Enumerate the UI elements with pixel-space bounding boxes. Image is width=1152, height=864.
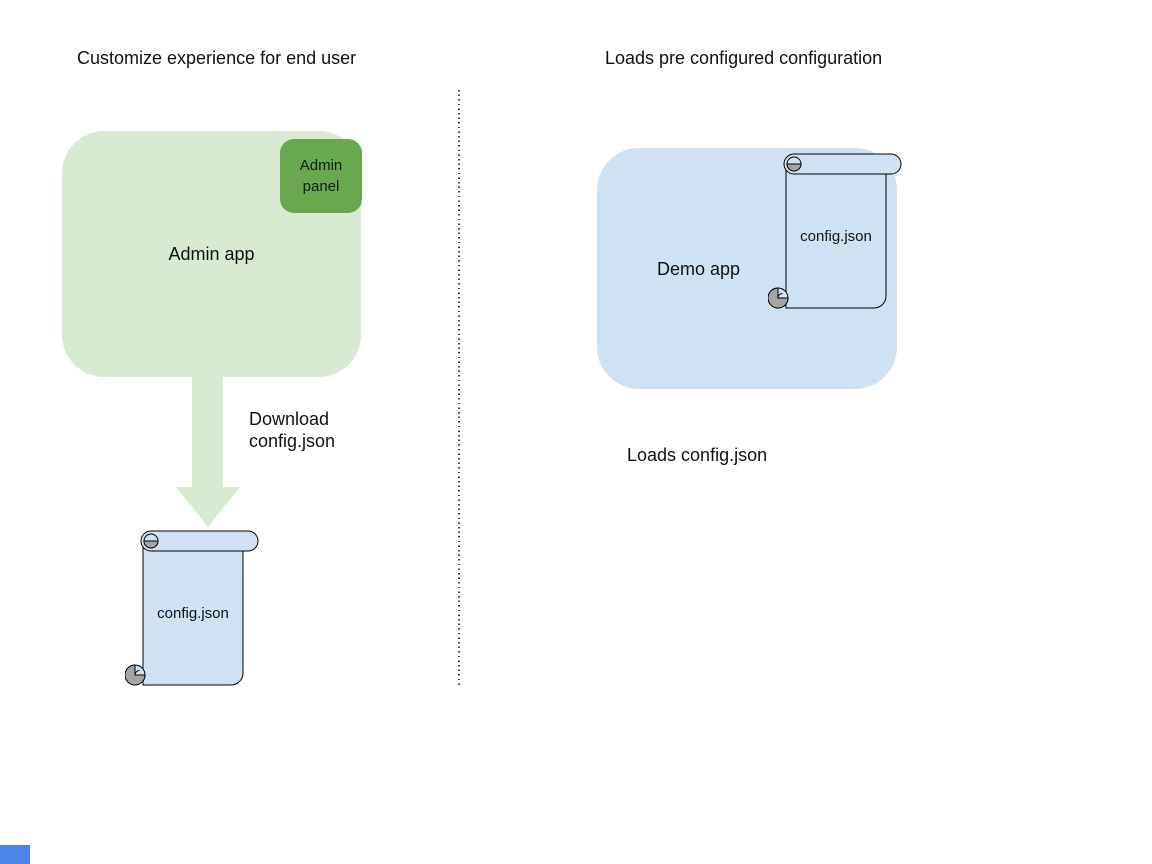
admin-app-label: Admin app — [168, 243, 255, 264]
config-json-label: config.json — [800, 228, 872, 245]
corner-blue-mark — [0, 845, 30, 864]
scroll-body — [785, 163, 887, 309]
left-section-title: Customize experience for end user — [77, 48, 357, 68]
scroll-body — [142, 540, 244, 686]
right-section-title: Loads pre configured configuration — [605, 48, 883, 68]
admin-panel-label: Admin panel — [299, 157, 343, 195]
demo-app-label: Demo app — [657, 259, 741, 279]
section-divider — [458, 90, 460, 686]
download-arrow-icon — [176, 377, 240, 527]
config-json-label: config.json — [157, 605, 229, 622]
download-caption: Download config.json — [249, 409, 336, 451]
scroll-roll-bar — [783, 153, 902, 175]
config-json-scroll-right: config.json — [768, 153, 902, 309]
loads-caption: Loads config.json — [627, 445, 768, 465]
scroll-roll-bar — [140, 530, 259, 552]
admin-panel-box: Admin panel — [280, 139, 362, 213]
config-json-scroll-left: config.json — [125, 530, 259, 686]
